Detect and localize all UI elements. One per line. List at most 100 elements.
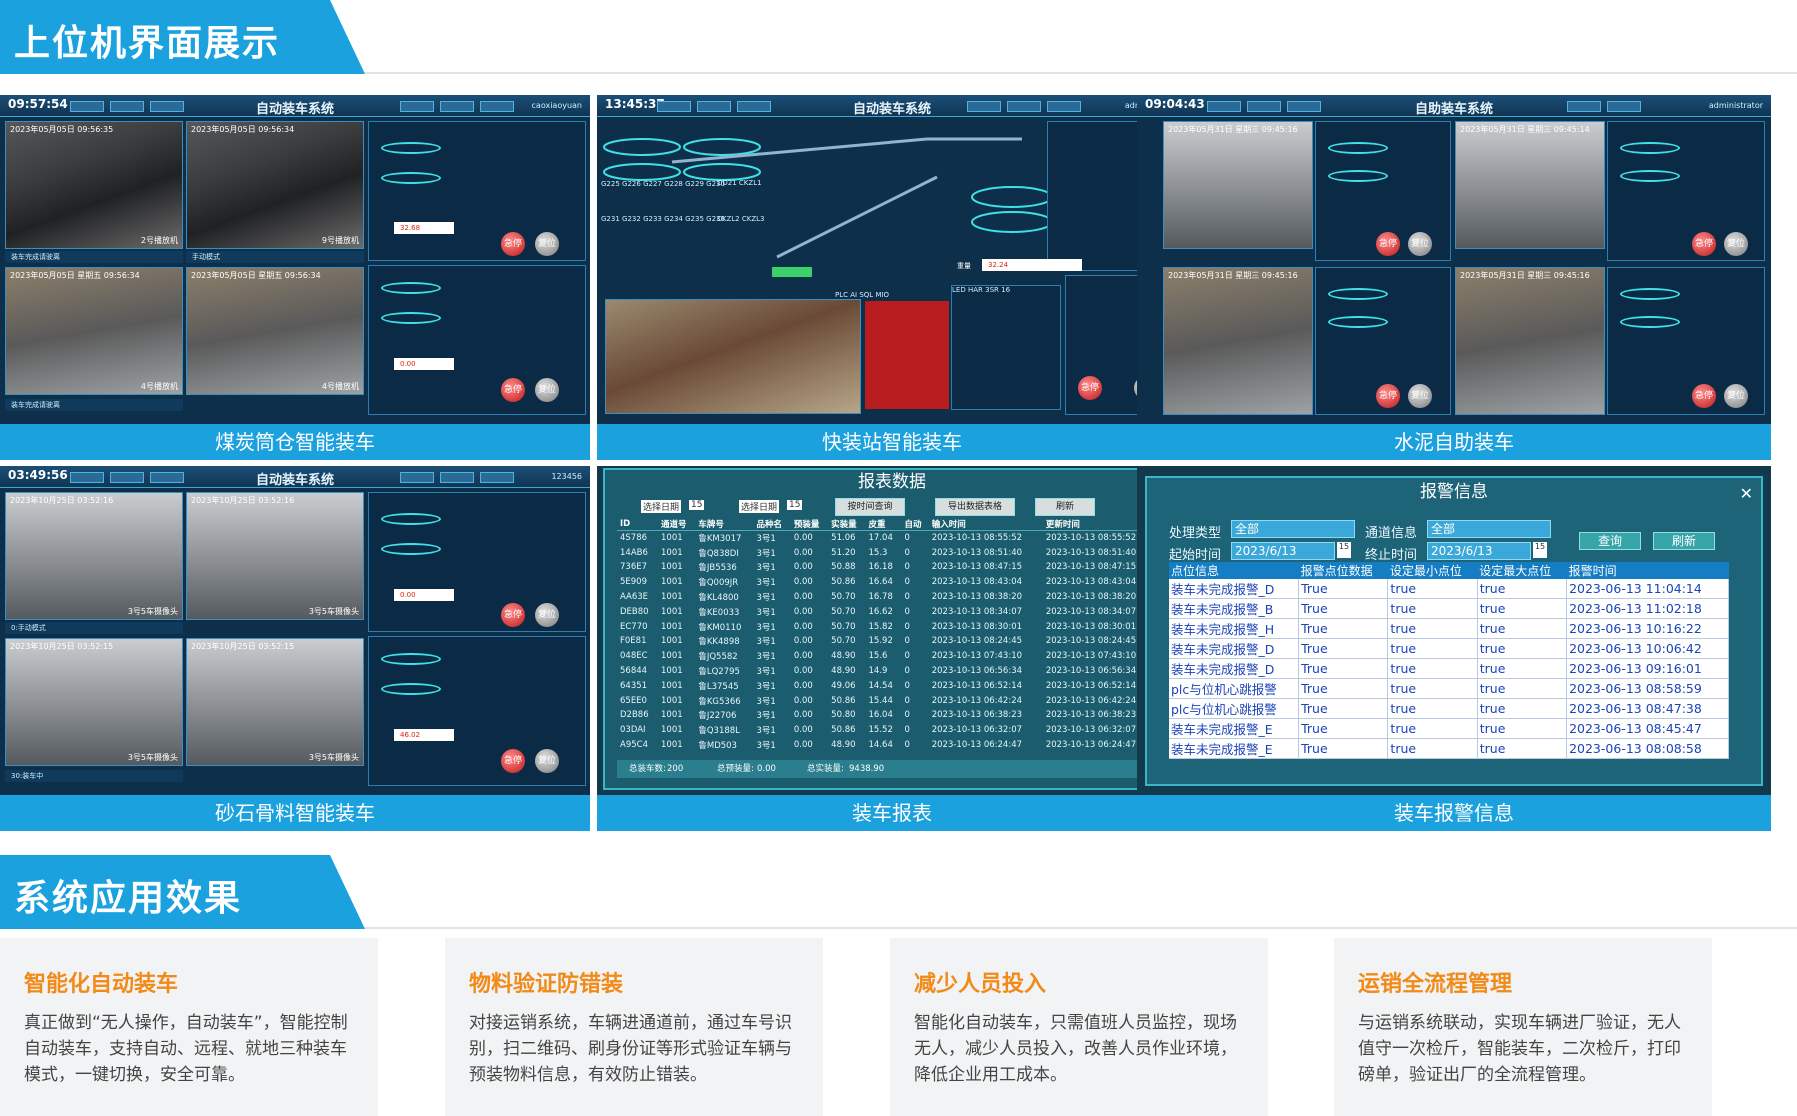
- column-header[interactable]: 设定最小点位: [1387, 562, 1478, 579]
- nav-button[interactable]: [657, 101, 691, 112]
- column-header[interactable]: 通道号: [658, 518, 696, 531]
- nav-button[interactable]: [697, 101, 731, 112]
- device-label: G233: [643, 215, 662, 223]
- emergency-stop-button[interactable]: 急停: [501, 378, 525, 402]
- calendar-icon[interactable]: 15: [689, 500, 705, 510]
- reset-button[interactable]: 复位: [535, 232, 559, 256]
- nav-button[interactable]: [400, 472, 434, 483]
- column-header[interactable]: 设定最大点位: [1477, 562, 1567, 579]
- column-header[interactable]: ID: [617, 518, 659, 531]
- emergency-stop-button[interactable]: 急停: [501, 603, 525, 627]
- nav-button[interactable]: [1607, 101, 1641, 112]
- column-header[interactable]: 点位信息: [1169, 562, 1299, 579]
- calendar-icon[interactable]: 15: [1533, 542, 1547, 558]
- nav-button[interactable]: [1287, 101, 1321, 112]
- nav-button[interactable]: [70, 101, 104, 112]
- column-header[interactable]: 品种名: [753, 518, 791, 531]
- type-select[interactable]: 全部: [1231, 520, 1355, 538]
- query-by-time-button[interactable]: 按时间查询: [835, 498, 905, 516]
- calendar-icon[interactable]: 15: [1337, 542, 1351, 558]
- camera-timestamp: 2023年10月25日 03:52:15: [191, 642, 295, 651]
- table-cell: True: [1298, 658, 1389, 679]
- query-button[interactable]: 查询: [1579, 532, 1641, 550]
- start-time-field[interactable]: 2023/6/13: [1231, 542, 1335, 560]
- column-header[interactable]: 输入时间: [928, 518, 1043, 531]
- column-header[interactable]: 皮重: [865, 518, 902, 531]
- emergency-stop-button[interactable]: 急停: [501, 749, 525, 773]
- export-table-button[interactable]: 导出数据表格: [935, 498, 1015, 516]
- reset-button[interactable]: 复位: [535, 603, 559, 627]
- emergency-stop-button[interactable]: 急停: [1376, 232, 1400, 256]
- refresh-button[interactable]: 刷新: [1035, 498, 1095, 516]
- end-time-field[interactable]: 2023/6/13: [1427, 542, 1531, 560]
- emergency-stop-button[interactable]: 急停: [1376, 384, 1400, 408]
- column-header[interactable]: 预装量: [790, 518, 829, 531]
- nav-button[interactable]: [1567, 101, 1601, 112]
- channel-select[interactable]: 全部: [1427, 520, 1551, 538]
- nav-button[interactable]: [110, 101, 144, 112]
- emergency-stop-button[interactable]: 急停: [1692, 232, 1716, 256]
- table-cell: 48.90: [831, 740, 856, 751]
- close-icon[interactable]: ✕: [1739, 484, 1753, 503]
- column-header[interactable]: 车牌号: [695, 518, 754, 531]
- calendar-icon[interactable]: 15: [787, 500, 803, 510]
- emergency-stop-button[interactable]: 急停: [1692, 384, 1716, 408]
- nav-button[interactable]: [480, 472, 514, 483]
- reset-button[interactable]: 复位: [1724, 384, 1748, 408]
- column-header[interactable]: 自动: [901, 518, 929, 531]
- nav-button[interactable]: [150, 101, 184, 112]
- refresh-button[interactable]: 刷新: [1653, 532, 1715, 550]
- column-header[interactable]: 报警时间: [1566, 562, 1729, 579]
- reset-button[interactable]: 复位: [1408, 384, 1432, 408]
- nav-button[interactable]: [400, 101, 434, 112]
- reset-button[interactable]: 复位: [1408, 232, 1432, 256]
- nav-button[interactable]: [150, 472, 184, 483]
- column-header[interactable]: 报警点位数据: [1298, 562, 1388, 579]
- nav-button[interactable]: [1047, 101, 1081, 112]
- nav-button[interactable]: [1007, 101, 1041, 112]
- nav-button[interactable]: [480, 101, 514, 112]
- nav-button[interactable]: [110, 472, 144, 483]
- table-cell: 16.78: [868, 592, 893, 603]
- nav-button[interactable]: [440, 101, 474, 112]
- emergency-stop-button[interactable]: 急停: [501, 232, 525, 256]
- date-picker[interactable]: 选择日期: [641, 500, 682, 513]
- reset-button[interactable]: 复位: [535, 749, 559, 773]
- date-picker[interactable]: 选择日期: [739, 500, 780, 513]
- nav-button[interactable]: [1207, 101, 1241, 112]
- reset-button[interactable]: 复位: [1724, 232, 1748, 256]
- nav-button[interactable]: [967, 101, 1001, 112]
- emergency-stop-button[interactable]: 急停: [1078, 376, 1102, 400]
- nav-button[interactable]: [737, 101, 771, 112]
- reset-button[interactable]: 复位: [535, 378, 559, 402]
- nav-button[interactable]: [440, 472, 474, 483]
- nav-button[interactable]: [1247, 101, 1281, 112]
- nav-button[interactable]: [70, 472, 104, 483]
- column-header[interactable]: 实装量: [828, 518, 866, 531]
- column-header[interactable]: 更新时间: [1042, 518, 1157, 531]
